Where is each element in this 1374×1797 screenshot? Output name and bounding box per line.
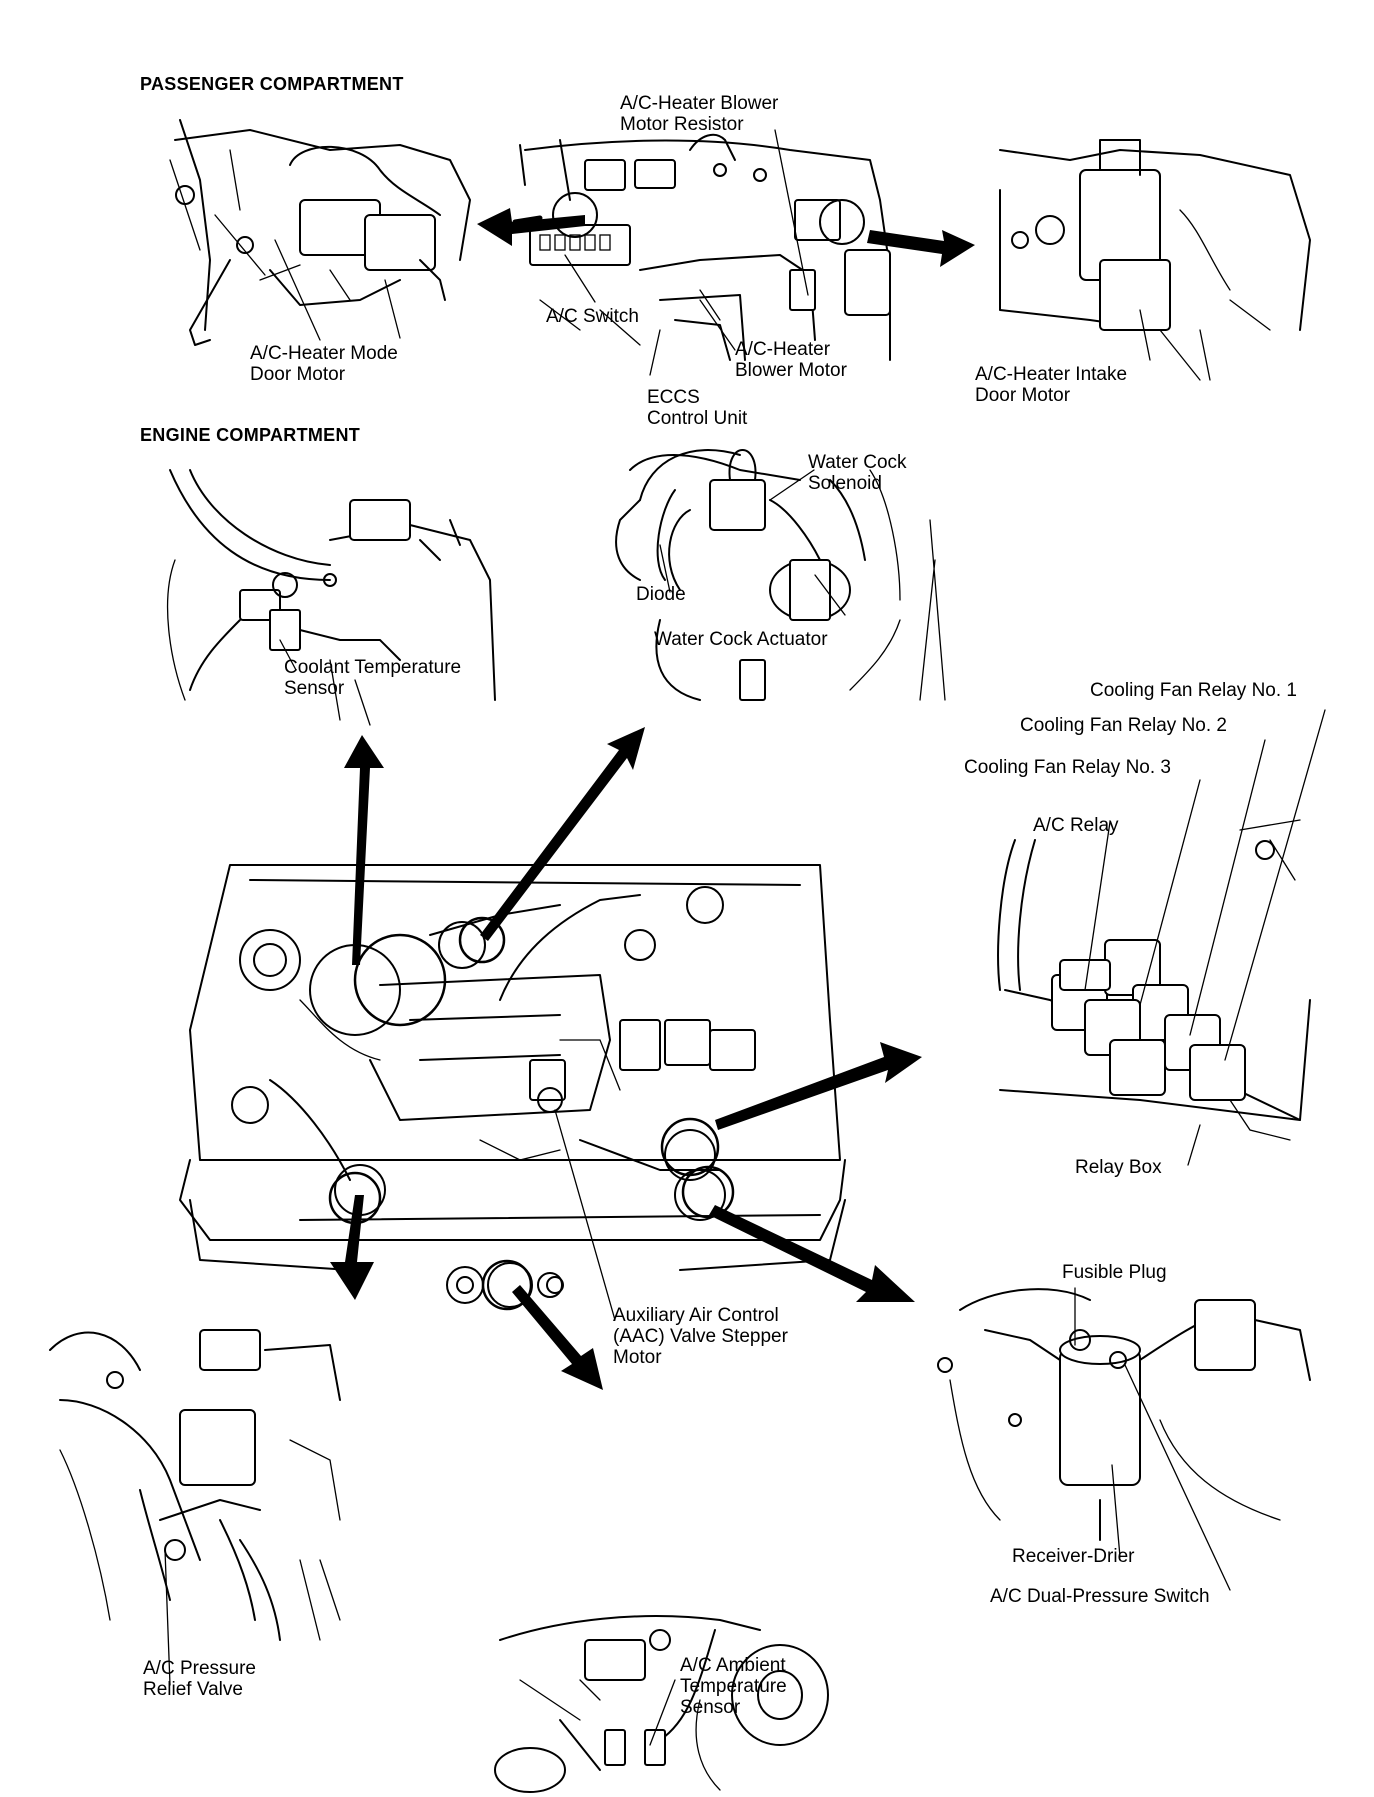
label-intake-door-motor: A/C-Heater Intake Door Motor bbox=[975, 364, 1128, 406]
water-cock-illustration bbox=[615, 449, 946, 701]
label-eccs-control-unit: ECCS Control Unit bbox=[647, 387, 748, 429]
label-relay-box: Relay Box bbox=[1075, 1157, 1162, 1178]
label-fusible-plug: Fusible Plug bbox=[1062, 1262, 1167, 1283]
engine-compartment-heading: ENGINE COMPARTMENT bbox=[140, 425, 361, 445]
label-aac-valve-stepper-motor: Auxiliary Air Control (AAC) Valve Steppe… bbox=[613, 1305, 788, 1368]
label-receiver-drier: Receiver-Drier bbox=[1012, 1546, 1135, 1567]
relay-box-illustration bbox=[997, 819, 1311, 1141]
direction-arrows bbox=[330, 208, 975, 1390]
label-diode: Diode bbox=[636, 584, 686, 605]
callout-circles bbox=[328, 916, 735, 1311]
label-ac-relay: A/C Relay bbox=[1033, 815, 1119, 836]
pressure-relief-illustration bbox=[49, 1329, 341, 1641]
passenger-compartment-heading: PASSENGER COMPARTMENT bbox=[140, 74, 404, 94]
mode-door-motor-illustration bbox=[169, 119, 471, 346]
ambient-sensor-illustration bbox=[494, 1615, 829, 1793]
label-dual-pressure-switch: A/C Dual-Pressure Switch bbox=[990, 1586, 1210, 1607]
label-coolant-temperature-sensor: Coolant Temperature Sensor bbox=[284, 657, 462, 699]
label-blower-motor: A/C-Heater Blower Motor bbox=[735, 339, 847, 381]
engine-bay-illustration bbox=[179, 864, 846, 1308]
label-ac-switch: A/C Switch bbox=[546, 306, 639, 327]
coolant-sensor-illustration bbox=[166, 469, 496, 726]
leader-lines bbox=[164, 129, 1326, 1746]
dashboard-illustration bbox=[519, 133, 891, 361]
label-water-cock-actuator: Water Cock Actuator bbox=[654, 629, 828, 650]
label-water-cock-solenoid: Water Cock Solenoid bbox=[808, 452, 907, 494]
label-cooling-fan-relay-2: Cooling Fan Relay No. 2 bbox=[1020, 715, 1227, 736]
label-ambient-temperature-sensor: A/C Ambient Temperature Sensor bbox=[680, 1655, 787, 1718]
label-cooling-fan-relay-3: Cooling Fan Relay No. 3 bbox=[964, 757, 1171, 778]
intake-door-motor-illustration bbox=[999, 139, 1311, 381]
label-blower-motor-resistor: A/C-Heater Blower Motor Resistor bbox=[620, 93, 779, 135]
label-pressure-relief-valve: A/C Pressure Relief Valve bbox=[143, 1658, 256, 1700]
receiver-drier-illustration bbox=[937, 1288, 1311, 1541]
label-cooling-fan-relay-1: Cooling Fan Relay No. 1 bbox=[1090, 680, 1297, 701]
label-mode-door-motor: A/C-Heater Mode Door Motor bbox=[250, 343, 398, 385]
